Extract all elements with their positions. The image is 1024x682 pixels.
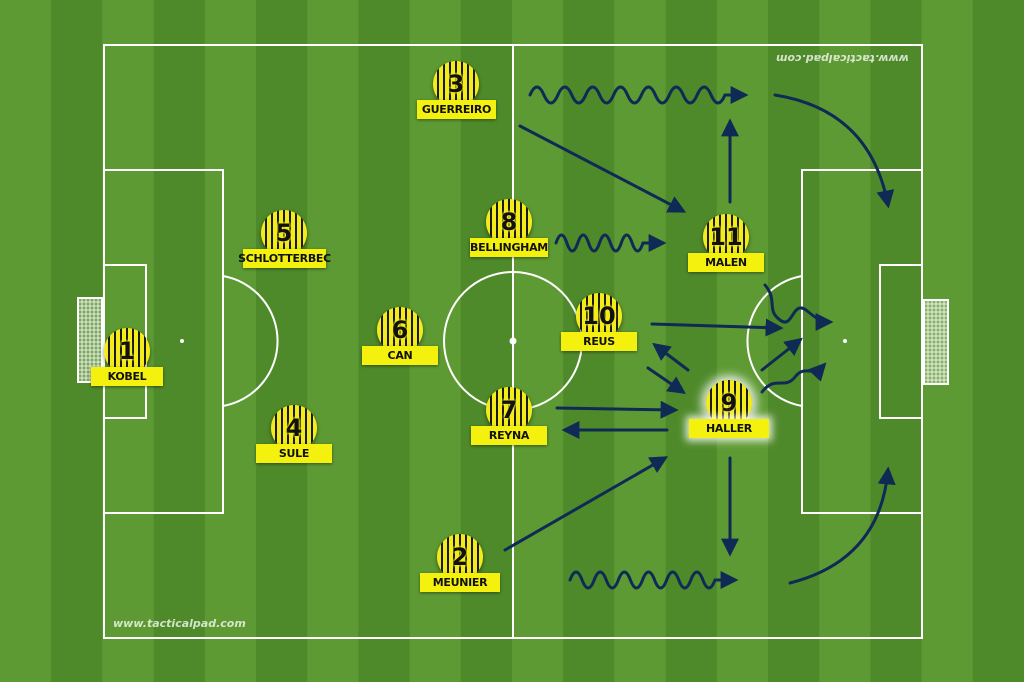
grass-stripe xyxy=(768,0,820,682)
player-name-plate: SCHLOTTERBEC xyxy=(238,249,331,268)
pass-arrow-reus xyxy=(650,318,784,337)
shirt-badge: 6 xyxy=(377,307,423,353)
grass-stripe xyxy=(256,0,308,682)
player-number: 5 xyxy=(275,219,293,247)
run-arrow-meunier xyxy=(503,456,669,552)
run-arrow-reus-to-haller xyxy=(646,366,686,395)
right-penalty-spot xyxy=(843,339,847,343)
run-arrow-haller-to-reus xyxy=(652,342,690,372)
right-goal-net xyxy=(924,300,948,384)
shirt-badge: 11 xyxy=(703,214,749,260)
player-number: 4 xyxy=(285,414,303,442)
left-penalty-spot xyxy=(180,339,184,343)
shirt-badge: 5 xyxy=(261,210,307,256)
right-penalty-arc xyxy=(746,275,803,407)
pass-arrow-reyna-to-haller xyxy=(555,400,679,419)
right-goal-area xyxy=(879,264,923,419)
dribble-arrow-meunier xyxy=(568,570,739,590)
grass-stripe xyxy=(512,0,564,682)
curved-run-arrow-top xyxy=(773,93,895,209)
player-name-plate: MEUNIER xyxy=(420,573,500,592)
player-number: 1 xyxy=(118,337,136,365)
player-number: 8 xyxy=(500,208,518,236)
player-name-plate: REYNA xyxy=(471,426,547,445)
right-goal xyxy=(923,299,949,385)
grass-stripe xyxy=(716,0,769,682)
watermark-top: www.tacticalpad.com xyxy=(776,52,909,65)
player-number: 2 xyxy=(451,543,469,571)
pitch-spots xyxy=(180,337,847,345)
shirt-badge: 8 xyxy=(486,199,532,245)
player-number: 10 xyxy=(582,302,616,330)
shirt-badge: 1 xyxy=(104,328,150,374)
movement-arrows xyxy=(503,85,896,590)
shot-arrow-2 xyxy=(760,362,827,394)
left-penalty-arc xyxy=(222,275,279,407)
player-number: 11 xyxy=(709,223,743,251)
watermark-bottom: www.tacticalpad.com xyxy=(113,617,246,630)
player-name-plate: BELLINGHAM xyxy=(470,238,548,257)
shot-arrow-3 xyxy=(763,283,834,331)
grass-stripe xyxy=(665,0,718,682)
shirt-badge: 4 xyxy=(271,405,317,451)
player-number: 6 xyxy=(391,316,409,344)
grass-stripe xyxy=(870,0,923,682)
grass-stripe xyxy=(972,0,1024,682)
player-name-plate: MALEN xyxy=(688,253,764,272)
shirt-badge: 10 xyxy=(576,293,622,339)
player-name-plate: REUS xyxy=(561,332,637,351)
shirt-badge: 3 xyxy=(433,61,479,107)
shot-arrow-1 xyxy=(760,337,803,372)
run-arrow-guerreiro-diagonal xyxy=(518,124,687,213)
grass-stripe xyxy=(153,0,206,682)
center-spot xyxy=(509,337,517,345)
shirt-badge: 7 xyxy=(486,387,532,433)
player-number: 7 xyxy=(500,396,518,424)
player-name-plate: KOBEL xyxy=(91,367,163,386)
player-name-plate: GUERREIRO xyxy=(417,100,496,119)
shirt-badge: 9 xyxy=(706,380,752,426)
grass-stripe xyxy=(204,0,257,682)
player-number: 9 xyxy=(720,389,738,417)
grass-stripe xyxy=(0,0,52,682)
player-name-plate: SULE xyxy=(256,444,332,463)
dribble-arrow-bellingham xyxy=(554,233,667,253)
curved-run-arrow-bottom xyxy=(788,466,896,585)
player-name-plate: HALLER xyxy=(689,419,769,438)
player-name-plate: CAN xyxy=(362,346,438,365)
grass-stripe xyxy=(307,0,359,682)
player-number: 3 xyxy=(447,70,465,98)
shirt-badge: 2 xyxy=(437,534,483,580)
dribble-arrow-guerreiro xyxy=(528,85,749,105)
